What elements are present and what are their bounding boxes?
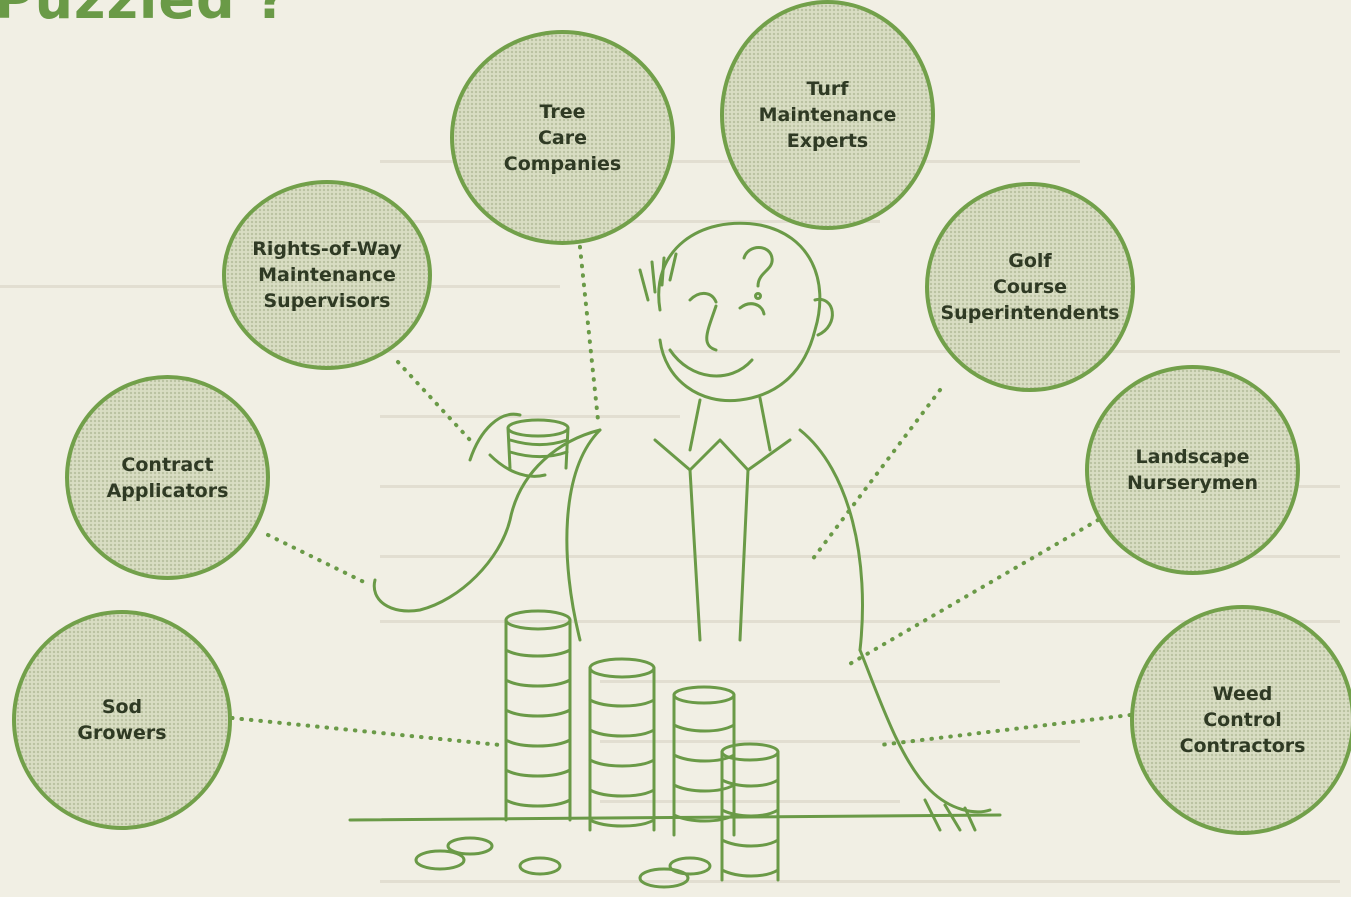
bubble-landscape-nurserymen: Landscape Nurserymen	[1085, 365, 1300, 575]
leader-sod-growers	[230, 716, 502, 747]
bubble-tree-care: Tree Care Companies	[450, 30, 675, 245]
bubble-weed-control: Weed Control Contractors	[1130, 605, 1351, 835]
coin-stacks	[414, 609, 780, 889]
bubble-label-golf-course: Golf Course Superintendents	[940, 250, 1120, 324]
dotted-leader-lines	[230, 226, 1132, 747]
leader-rights-of-way	[396, 360, 472, 442]
bubble-label-weed-control: Weed Control Contractors	[1179, 683, 1306, 757]
leader-contract-applicators	[266, 533, 372, 587]
bubble-golf-course: Golf Course Superintendents	[925, 182, 1135, 392]
page-heading: Puzzled ?	[0, 0, 288, 31]
bubble-sod-growers: Sod Growers	[12, 610, 232, 830]
leader-golf-course	[810, 388, 942, 562]
leader-weed-control	[878, 713, 1132, 747]
bubble-label-landscape-nurserymen: Landscape Nurserymen	[1127, 446, 1258, 494]
bubble-label-turf-maintenance: Turf Maintenance Experts	[758, 78, 897, 152]
leader-landscape-nurserymen	[846, 518, 1100, 667]
head-outline	[657, 221, 822, 403]
puzzled-man-figure	[348, 221, 1002, 889]
bubble-label-contract-applicators: Contract Applicators	[106, 453, 229, 502]
bubble-turf-maintenance: Turf Maintenance Experts	[720, 0, 935, 230]
leader-tree-care	[576, 226, 600, 422]
bubble-contract-applicators: Contract Applicators	[65, 375, 270, 580]
bubble-label-sod-growers: Sod Growers	[77, 696, 167, 744]
bubble-label-tree-care: Tree Care Companies	[503, 100, 622, 175]
bubble-rights-of-way: Rights-of-Way Maintenance Supervisors	[222, 180, 432, 370]
bubble-label-rights-of-way: Rights-of-Way Maintenance Supervisors	[252, 238, 402, 312]
